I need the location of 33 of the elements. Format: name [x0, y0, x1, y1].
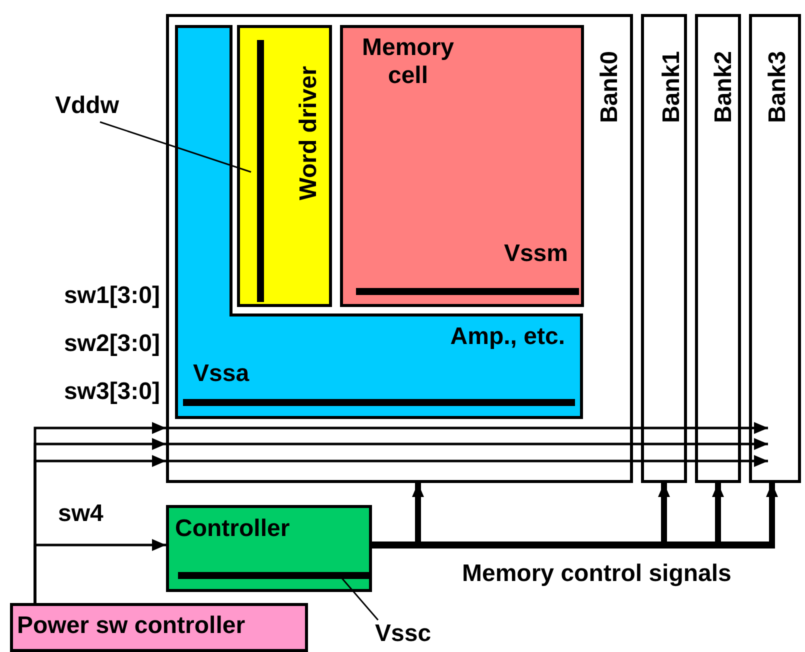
block-label: Word driver	[295, 66, 323, 200]
signal-label: sw1[3:0]	[62, 282, 160, 310]
block-label: Memory cell	[360, 34, 456, 90]
signal-label: sw3[3:0]	[62, 378, 160, 406]
bank-label: Bank0	[596, 51, 624, 124]
arrow	[695, 438, 768, 450]
rail-label: Vssm	[502, 240, 568, 268]
bus-label: Memory control signals	[462, 560, 732, 588]
bank-frame	[166, 14, 633, 483]
edge-label: sw4	[58, 500, 104, 528]
word-driver-block	[237, 25, 332, 307]
bank-label: Bank1	[658, 51, 686, 124]
bank-frame	[749, 14, 801, 483]
bank-frame	[641, 14, 687, 483]
arrow	[695, 455, 768, 467]
power-rail	[257, 40, 264, 302]
rail-label: Vssa	[193, 360, 250, 388]
block-label: Power sw controller	[17, 612, 246, 640]
arrow	[695, 422, 768, 434]
rail-label: Vssc	[375, 620, 432, 648]
bank-frame	[695, 14, 741, 483]
bank-label: Bank2	[710, 51, 738, 124]
signal-label: sw2[3:0]	[62, 330, 160, 358]
power-rail	[178, 572, 371, 579]
power-switch-controller-block	[10, 603, 308, 652]
controller-block	[166, 505, 372, 592]
block-label: Controller	[175, 515, 291, 543]
arrow	[34, 539, 166, 603]
signal-bus	[372, 542, 775, 548]
amplifier-region	[175, 25, 583, 419]
block-label: Amp., etc.	[449, 323, 565, 351]
bank-label: Bank3	[764, 51, 792, 124]
memory-cell-block	[340, 25, 584, 307]
